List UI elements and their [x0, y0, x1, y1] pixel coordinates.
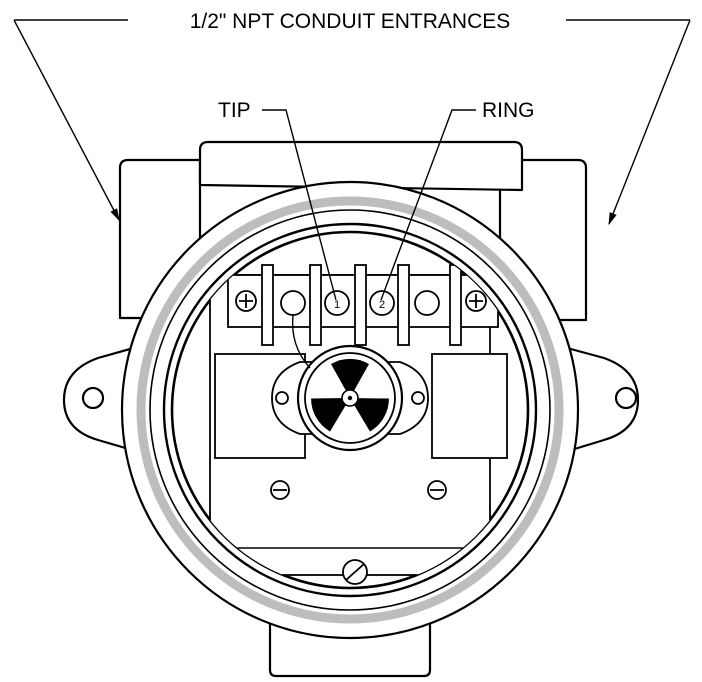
- housing-inner-ring: [149, 209, 551, 611]
- cover-screw: [342, 559, 368, 585]
- cover-ring-outer: [162, 222, 538, 598]
- top-boss: [198, 140, 524, 192]
- horn-grille: [311, 358, 389, 432]
- terminal-screws: [235, 290, 487, 316]
- flange-screw-right: [411, 391, 425, 405]
- right-mounting-hole: [614, 386, 638, 410]
- wire-left: [291, 314, 311, 369]
- terminal-barriers: [261, 264, 462, 346]
- tip-label: TIP: [218, 99, 251, 122]
- left-mounting-hole: [81, 386, 105, 410]
- flange-screw-left: [275, 391, 289, 405]
- gasket-ring: [136, 196, 564, 624]
- tip-leader: [262, 109, 337, 301]
- terminal-1-number: 1: [334, 299, 340, 311]
- ring-leader: [380, 109, 476, 301]
- terminal-2-number: 2: [379, 299, 385, 311]
- plate-screws: [270, 480, 447, 500]
- conduit-leader-right: [566, 19, 691, 226]
- conduit-entrances-label: 1/2" NPT CONDUIT ENTRANCES: [190, 10, 511, 33]
- right-bracket: [431, 353, 508, 459]
- ring-label: RING: [482, 99, 535, 122]
- conduit-leader-left: [13, 19, 128, 222]
